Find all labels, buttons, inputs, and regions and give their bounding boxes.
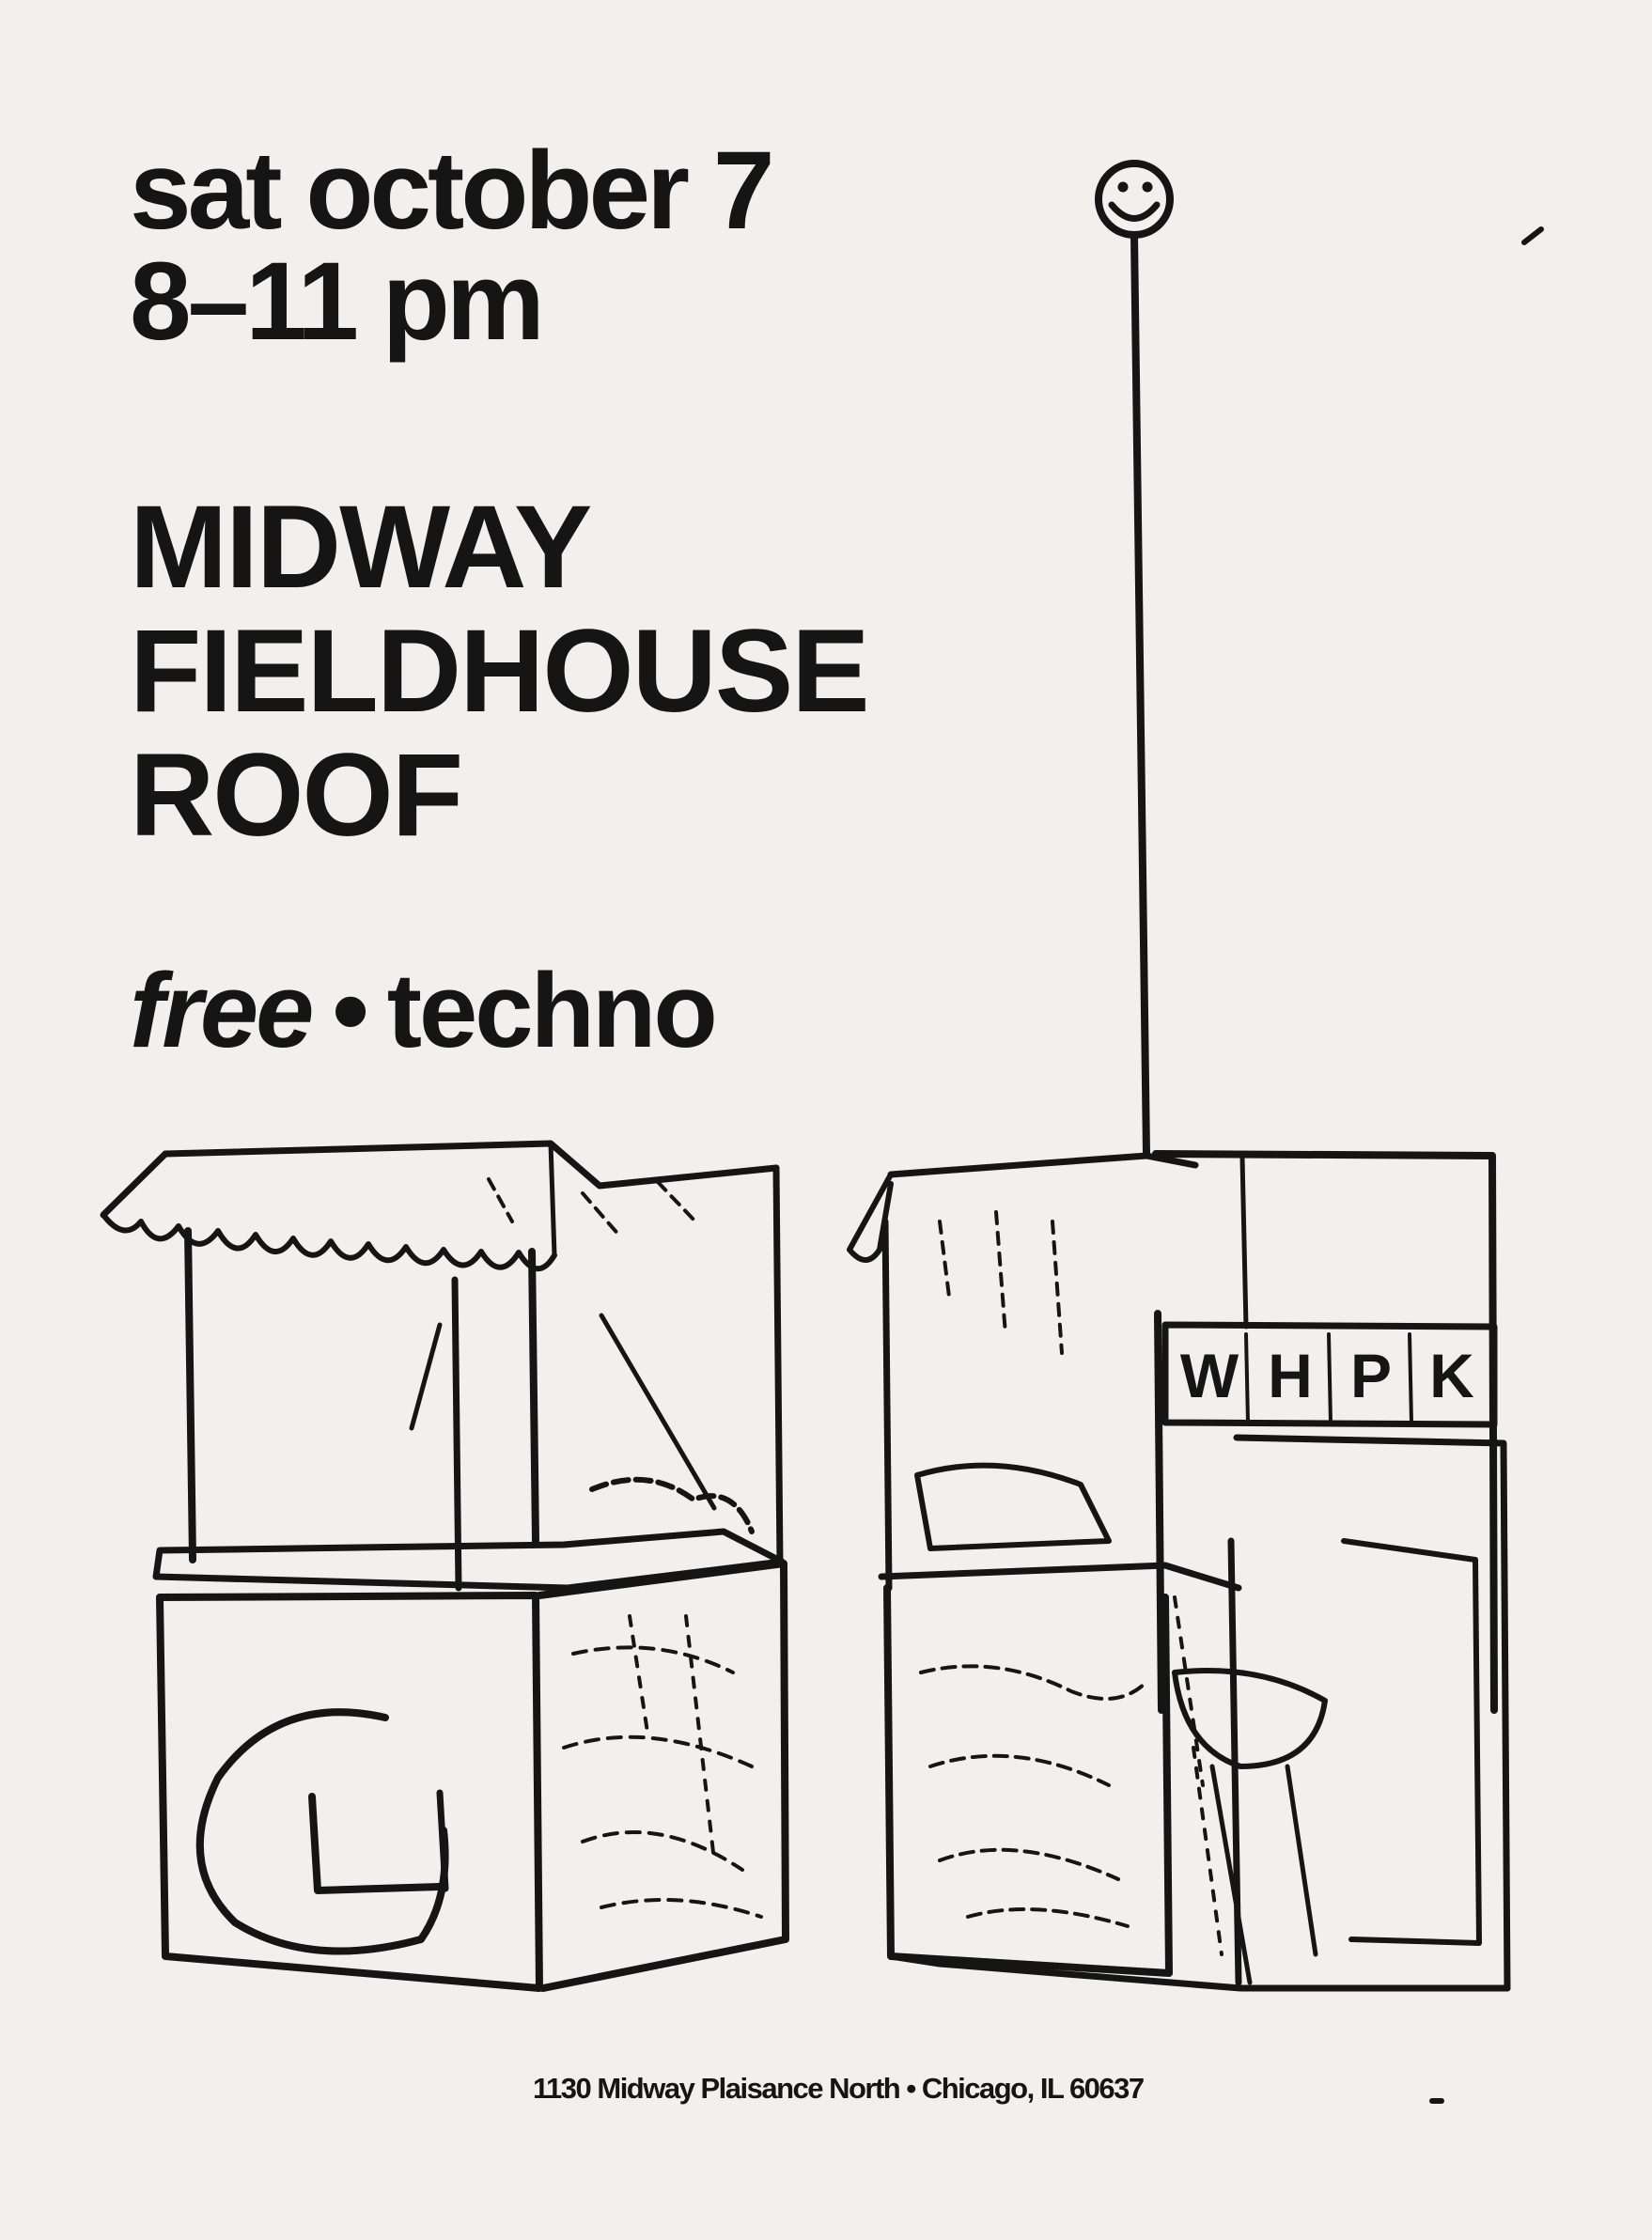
tagline-free: free	[130, 952, 314, 1069]
venue-line: ROOF	[130, 730, 463, 861]
tagline-genre: techno	[386, 952, 718, 1069]
tagline-separator: •	[332, 952, 368, 1069]
sign-letter: K	[1429, 1341, 1474, 1410]
market-stall-icon	[100, 1140, 789, 1992]
smiley-face-icon	[1095, 160, 1174, 239]
venue-line: FIELDHOUSE	[130, 606, 870, 737]
pole	[1130, 231, 1150, 1158]
tagline: free•techno	[130, 952, 718, 1069]
sign-letter: H	[1268, 1341, 1313, 1410]
venue-line: MIDWAY	[130, 482, 592, 613]
venue-address: 1130 Midway Plaisance North • Chicago, I…	[533, 2072, 1145, 2105]
sign-letter: P	[1349, 1341, 1393, 1410]
sign-letter: W	[1179, 1341, 1239, 1410]
whpk-sign: W H P K	[1169, 1329, 1492, 1423]
radio-booth-icon	[847, 1150, 1511, 1992]
event-time: 8–11 pm	[130, 240, 545, 364]
event-date: sat october 7	[130, 129, 774, 253]
